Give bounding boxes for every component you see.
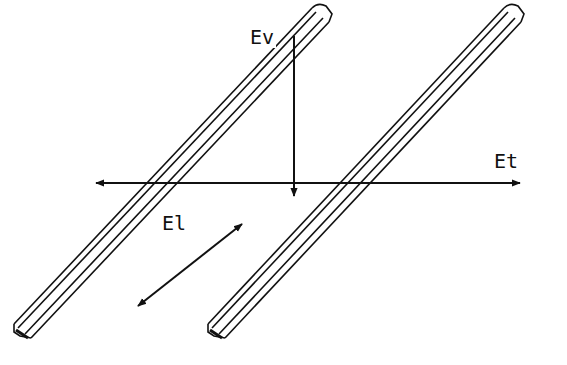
longitudinal-force-arrow	[138, 224, 242, 306]
force-label: Et	[492, 150, 520, 172]
rail	[208, 4, 524, 338]
vertical-force-arrow	[293, 36, 295, 196]
force-label: Ev	[248, 26, 276, 48]
rail	[14, 4, 332, 338]
transverse-force-arrow	[96, 182, 520, 184]
force-label: El	[160, 212, 188, 234]
